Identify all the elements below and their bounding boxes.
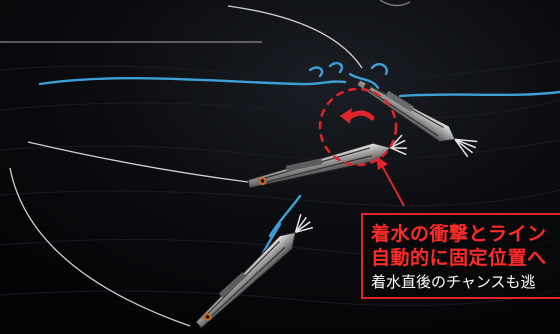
lure-bottom (195, 213, 314, 329)
fishing-line-middle (27, 141, 249, 183)
pointer-triangle-icon (376, 156, 405, 207)
water-surface-line (38, 61, 560, 98)
fishing-line-bottom (9, 167, 191, 327)
callout-subtext: 着水直後のチャンスも逃 (371, 273, 536, 291)
feature-callout: 着水の衝撃とライン 自動的に固定位置へ 着水直後のチャンスも逃 (361, 213, 560, 299)
curved-arrow-icon (340, 108, 375, 124)
callout-headline-2: 自動的に固定位置へ (371, 247, 547, 269)
lure-middle (247, 134, 407, 189)
top-swoosh (379, 0, 411, 7)
fishing-line-top (227, 5, 363, 69)
highlight-circle (318, 87, 398, 167)
lure-top (356, 79, 478, 158)
callout-headline-1: 着水の衝撃とライン (371, 223, 547, 245)
water-texture (0, 59, 560, 307)
